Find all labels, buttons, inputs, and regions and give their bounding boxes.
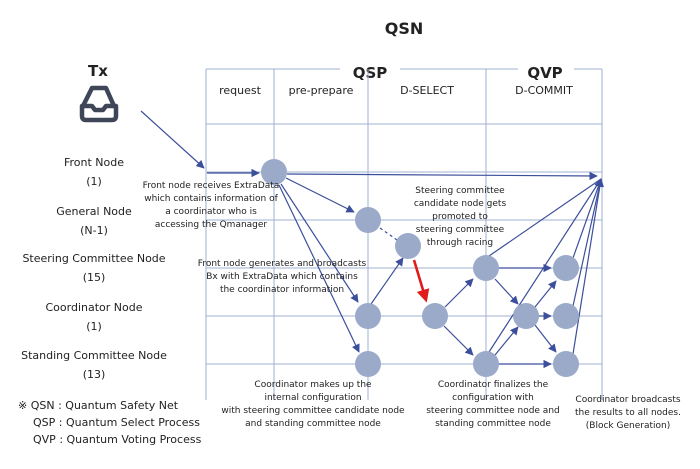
row-count-front-node: (1) bbox=[86, 175, 102, 188]
svg-text:accessing the Qmanager: accessing the Qmanager bbox=[155, 220, 268, 230]
phase-pre-prepare: pre-prepare bbox=[289, 84, 354, 97]
legend-qsp: QSP : Quantum Select Process bbox=[33, 416, 200, 429]
row-label-standing-committee-node: Standing Committee Node bbox=[21, 349, 167, 362]
steering-node-d-select bbox=[473, 255, 499, 281]
phase-grid bbox=[205, 68, 603, 400]
svg-text:the coordinator information: the coordinator information bbox=[220, 285, 344, 295]
standing-node-pre-prepare bbox=[355, 351, 381, 377]
coordinator-node-d-select bbox=[422, 303, 448, 329]
svg-text:internal configuration: internal configuration bbox=[264, 393, 361, 403]
process-nodes bbox=[261, 159, 579, 377]
standing-node-d-commit bbox=[553, 351, 579, 377]
svg-text:which contains information of: which contains information of bbox=[144, 194, 278, 204]
coordinator-node-qvp bbox=[553, 303, 579, 329]
row-label-general-node: General Node bbox=[56, 205, 132, 218]
front-node-request bbox=[261, 159, 287, 185]
phase-d-select: D-SELECT bbox=[400, 84, 454, 97]
row-label-steering-committee-node: Steering Committee Node bbox=[22, 252, 165, 265]
annotation-coordinator-broadcasts: Coordinator broadcasts the results to al… bbox=[575, 395, 681, 431]
phase-group-qvp: QVP bbox=[527, 64, 562, 82]
svg-text:Front node generates and broad: Front node generates and broadcasts bbox=[198, 259, 367, 269]
inbox-tray-icon bbox=[79, 85, 119, 123]
phase-request: request bbox=[219, 84, 262, 97]
row-count-standing-committee-node: (13) bbox=[83, 368, 106, 381]
candidate-node-racing bbox=[395, 233, 421, 259]
svg-text:(Block Generation): (Block Generation) bbox=[586, 421, 670, 431]
steering-node-d-commit bbox=[553, 255, 579, 281]
svg-text:and standing committee node: and standing committee node bbox=[245, 419, 381, 429]
legend-qsn: ※ QSN : Quantum Safety Net bbox=[18, 399, 179, 412]
svg-text:steering committee node and: steering committee node and bbox=[426, 406, 560, 416]
annotation-broadcast: Front node generates and broadcasts Bx w… bbox=[198, 259, 367, 295]
row-count-coordinator-node: (1) bbox=[86, 320, 102, 333]
annotation-steering: Steering committee candidate node gets p… bbox=[414, 186, 507, 248]
row-count-general-node: (N-1) bbox=[80, 224, 108, 237]
svg-text:a coordinator who is: a coordinator who is bbox=[165, 207, 257, 217]
svg-text:Bx with ExtraData which contai: Bx with ExtraData which contains bbox=[206, 272, 358, 282]
svg-text:Front node receives ExtraData: Front node receives ExtraData bbox=[143, 181, 280, 191]
tx-label: Tx bbox=[88, 62, 108, 80]
svg-text:with steering committee candid: with steering committee candidate node bbox=[221, 406, 405, 416]
general-node-pre-prepare bbox=[355, 207, 381, 233]
svg-text:promoted to: promoted to bbox=[432, 212, 488, 222]
row-label-front-node: Front Node bbox=[64, 156, 124, 169]
svg-text:Steering committee: Steering committee bbox=[415, 186, 505, 196]
phase-d-commit: D-COMMIT bbox=[515, 84, 573, 97]
svg-text:Coordinator makes up the: Coordinator makes up the bbox=[254, 380, 372, 390]
svg-text:standing committee node: standing committee node bbox=[435, 419, 551, 429]
row-count-steering-committee-node: (15) bbox=[83, 271, 106, 284]
coordinator-node-d-commit bbox=[513, 303, 539, 329]
flow-arrows bbox=[140, 110, 604, 369]
svg-text:through racing: through racing bbox=[427, 238, 493, 248]
svg-text:Coordinator finalizes the: Coordinator finalizes the bbox=[438, 380, 549, 390]
legend-qvp: QVP : Quantum Voting Process bbox=[33, 433, 202, 446]
coordinator-node-pre-prepare bbox=[355, 303, 381, 329]
phase-group-qsp: QSP bbox=[353, 64, 388, 82]
standing-node-d-select bbox=[473, 351, 499, 377]
legend: ※ QSN : Quantum Safety Net QSP : Quantum… bbox=[18, 399, 202, 446]
svg-text:configuration with: configuration with bbox=[452, 393, 534, 403]
svg-text:the results to all nodes.: the results to all nodes. bbox=[575, 408, 681, 418]
annotation-coordinator-finalizes: Coordinator finalizes the configuration … bbox=[426, 380, 560, 429]
row-label-coordinator-node: Coordinator Node bbox=[46, 301, 143, 314]
annotation-front-node: Front node receives ExtraData which cont… bbox=[143, 181, 280, 230]
annotation-coordinator-makes: Coordinator makes up the internal config… bbox=[221, 380, 405, 429]
svg-text:candidate node gets: candidate node gets bbox=[414, 199, 507, 209]
svg-text:steering committee: steering committee bbox=[416, 225, 505, 235]
diagram-title: QSN bbox=[385, 19, 424, 38]
svg-text:Coordinator broadcasts: Coordinator broadcasts bbox=[575, 395, 680, 405]
